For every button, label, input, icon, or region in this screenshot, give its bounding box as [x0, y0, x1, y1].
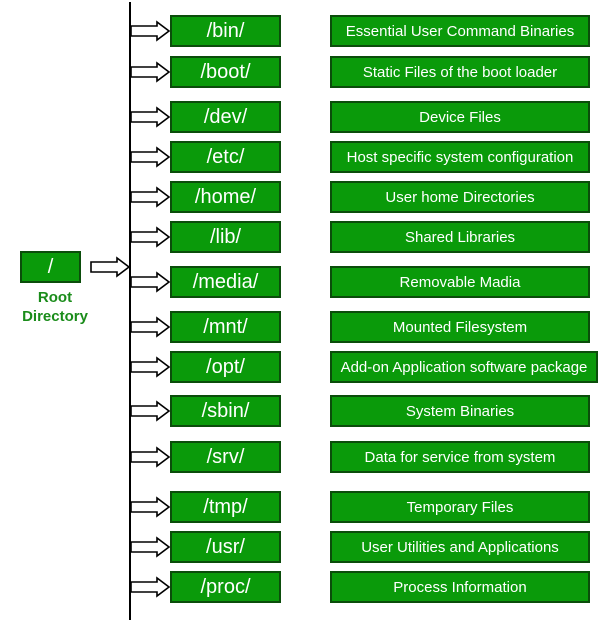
directory-description-box: Mounted Filesystem	[330, 311, 590, 343]
branch-arrow	[130, 576, 171, 598]
branch-arrow	[130, 446, 171, 468]
directory-name: /etc/	[206, 145, 245, 168]
directory-description: Static Files of the boot loader	[362, 63, 558, 81]
directory-box: /boot/	[170, 56, 281, 88]
branch-arrow	[130, 536, 171, 558]
directory-description: Temporary Files	[406, 498, 514, 516]
directory-name: /lib/	[209, 225, 242, 248]
branch-arrow	[130, 271, 171, 293]
directory-name: /bin/	[206, 19, 245, 42]
branch-arrows	[90, 20, 171, 598]
directory-box: /home/	[170, 181, 281, 213]
branch-arrow	[130, 400, 171, 422]
root-caption-line1: Root	[37, 289, 73, 306]
root-directory-box: /	[20, 251, 81, 283]
directory-description: Add-on Application software package	[340, 358, 588, 376]
branch-arrow	[130, 316, 171, 338]
directory-description: User home Directories	[385, 188, 535, 206]
directory-description: Device Files	[419, 108, 501, 126]
directory-description-box: Removable Madia	[330, 266, 590, 298]
directory-name: /srv/	[206, 445, 245, 468]
directory-name: /media/	[192, 270, 259, 293]
directory-description: Host specific system configuration	[346, 148, 574, 166]
directory-box: /mnt/	[170, 311, 281, 343]
branch-arrow	[130, 146, 171, 168]
directory-description: System Binaries	[405, 402, 515, 420]
directory-description: Data for service from system	[364, 448, 556, 466]
directory-box: /srv/	[170, 441, 281, 473]
directory-description: Essential User Command Binaries	[345, 22, 575, 40]
branch-arrow	[130, 226, 171, 248]
directory-description-box: Host specific system configuration	[330, 141, 590, 173]
directory-box: /lib/	[170, 221, 281, 253]
directory-description-box: Add-on Application software package	[330, 351, 598, 383]
directory-description: Shared Libraries	[404, 228, 516, 246]
directory-description: Removable Madia	[399, 273, 521, 291]
directory-name: /tmp/	[203, 495, 248, 518]
root-caption-line2: Directory	[22, 308, 88, 325]
directory-box: /usr/	[170, 531, 281, 563]
directory-box: /etc/	[170, 141, 281, 173]
directory-description-box: Shared Libraries	[330, 221, 590, 253]
directory-box: /opt/	[170, 351, 281, 383]
directory-name: /mnt/	[203, 315, 248, 338]
directory-box: /media/	[170, 266, 281, 298]
branch-arrow	[130, 61, 171, 83]
directory-name: /dev/	[203, 105, 248, 128]
branch-arrow	[130, 496, 171, 518]
directory-description-box: Temporary Files	[330, 491, 590, 523]
directory-name: /opt/	[206, 355, 245, 378]
root-arrow	[90, 256, 131, 278]
directory-name: /home/	[194, 185, 257, 208]
directory-description-box: Static Files of the boot loader	[330, 56, 590, 88]
branch-arrow	[130, 356, 171, 378]
directory-name: /sbin/	[201, 399, 250, 422]
directory-box: /dev/	[170, 101, 281, 133]
directory-description-box: User home Directories	[330, 181, 590, 213]
directory-box: /bin/	[170, 15, 281, 47]
branch-arrow	[130, 186, 171, 208]
directory-box: /proc/	[170, 571, 281, 603]
directory-description: Process Information	[393, 578, 527, 596]
directory-description-box: Process Information	[330, 571, 590, 603]
root-directory-label: /	[47, 255, 54, 278]
directory-box: /sbin/	[170, 395, 281, 427]
directory-description: Mounted Filesystem	[392, 318, 528, 336]
directory-name: /proc/	[200, 575, 251, 598]
directory-description-box: System Binaries	[330, 395, 590, 427]
directory-description: User Utilities and Applications	[361, 538, 559, 556]
branch-arrow	[130, 106, 171, 128]
directory-name: /boot/	[200, 60, 251, 83]
directory-description-box: Device Files	[330, 101, 590, 133]
directory-description-box: User Utilities and Applications	[330, 531, 590, 563]
directory-description-box: Essential User Command Binaries	[330, 15, 590, 47]
directory-box: /tmp/	[170, 491, 281, 523]
directory-description-box: Data for service from system	[330, 441, 590, 473]
branch-arrow	[130, 20, 171, 42]
directory-name: /usr/	[206, 535, 245, 558]
